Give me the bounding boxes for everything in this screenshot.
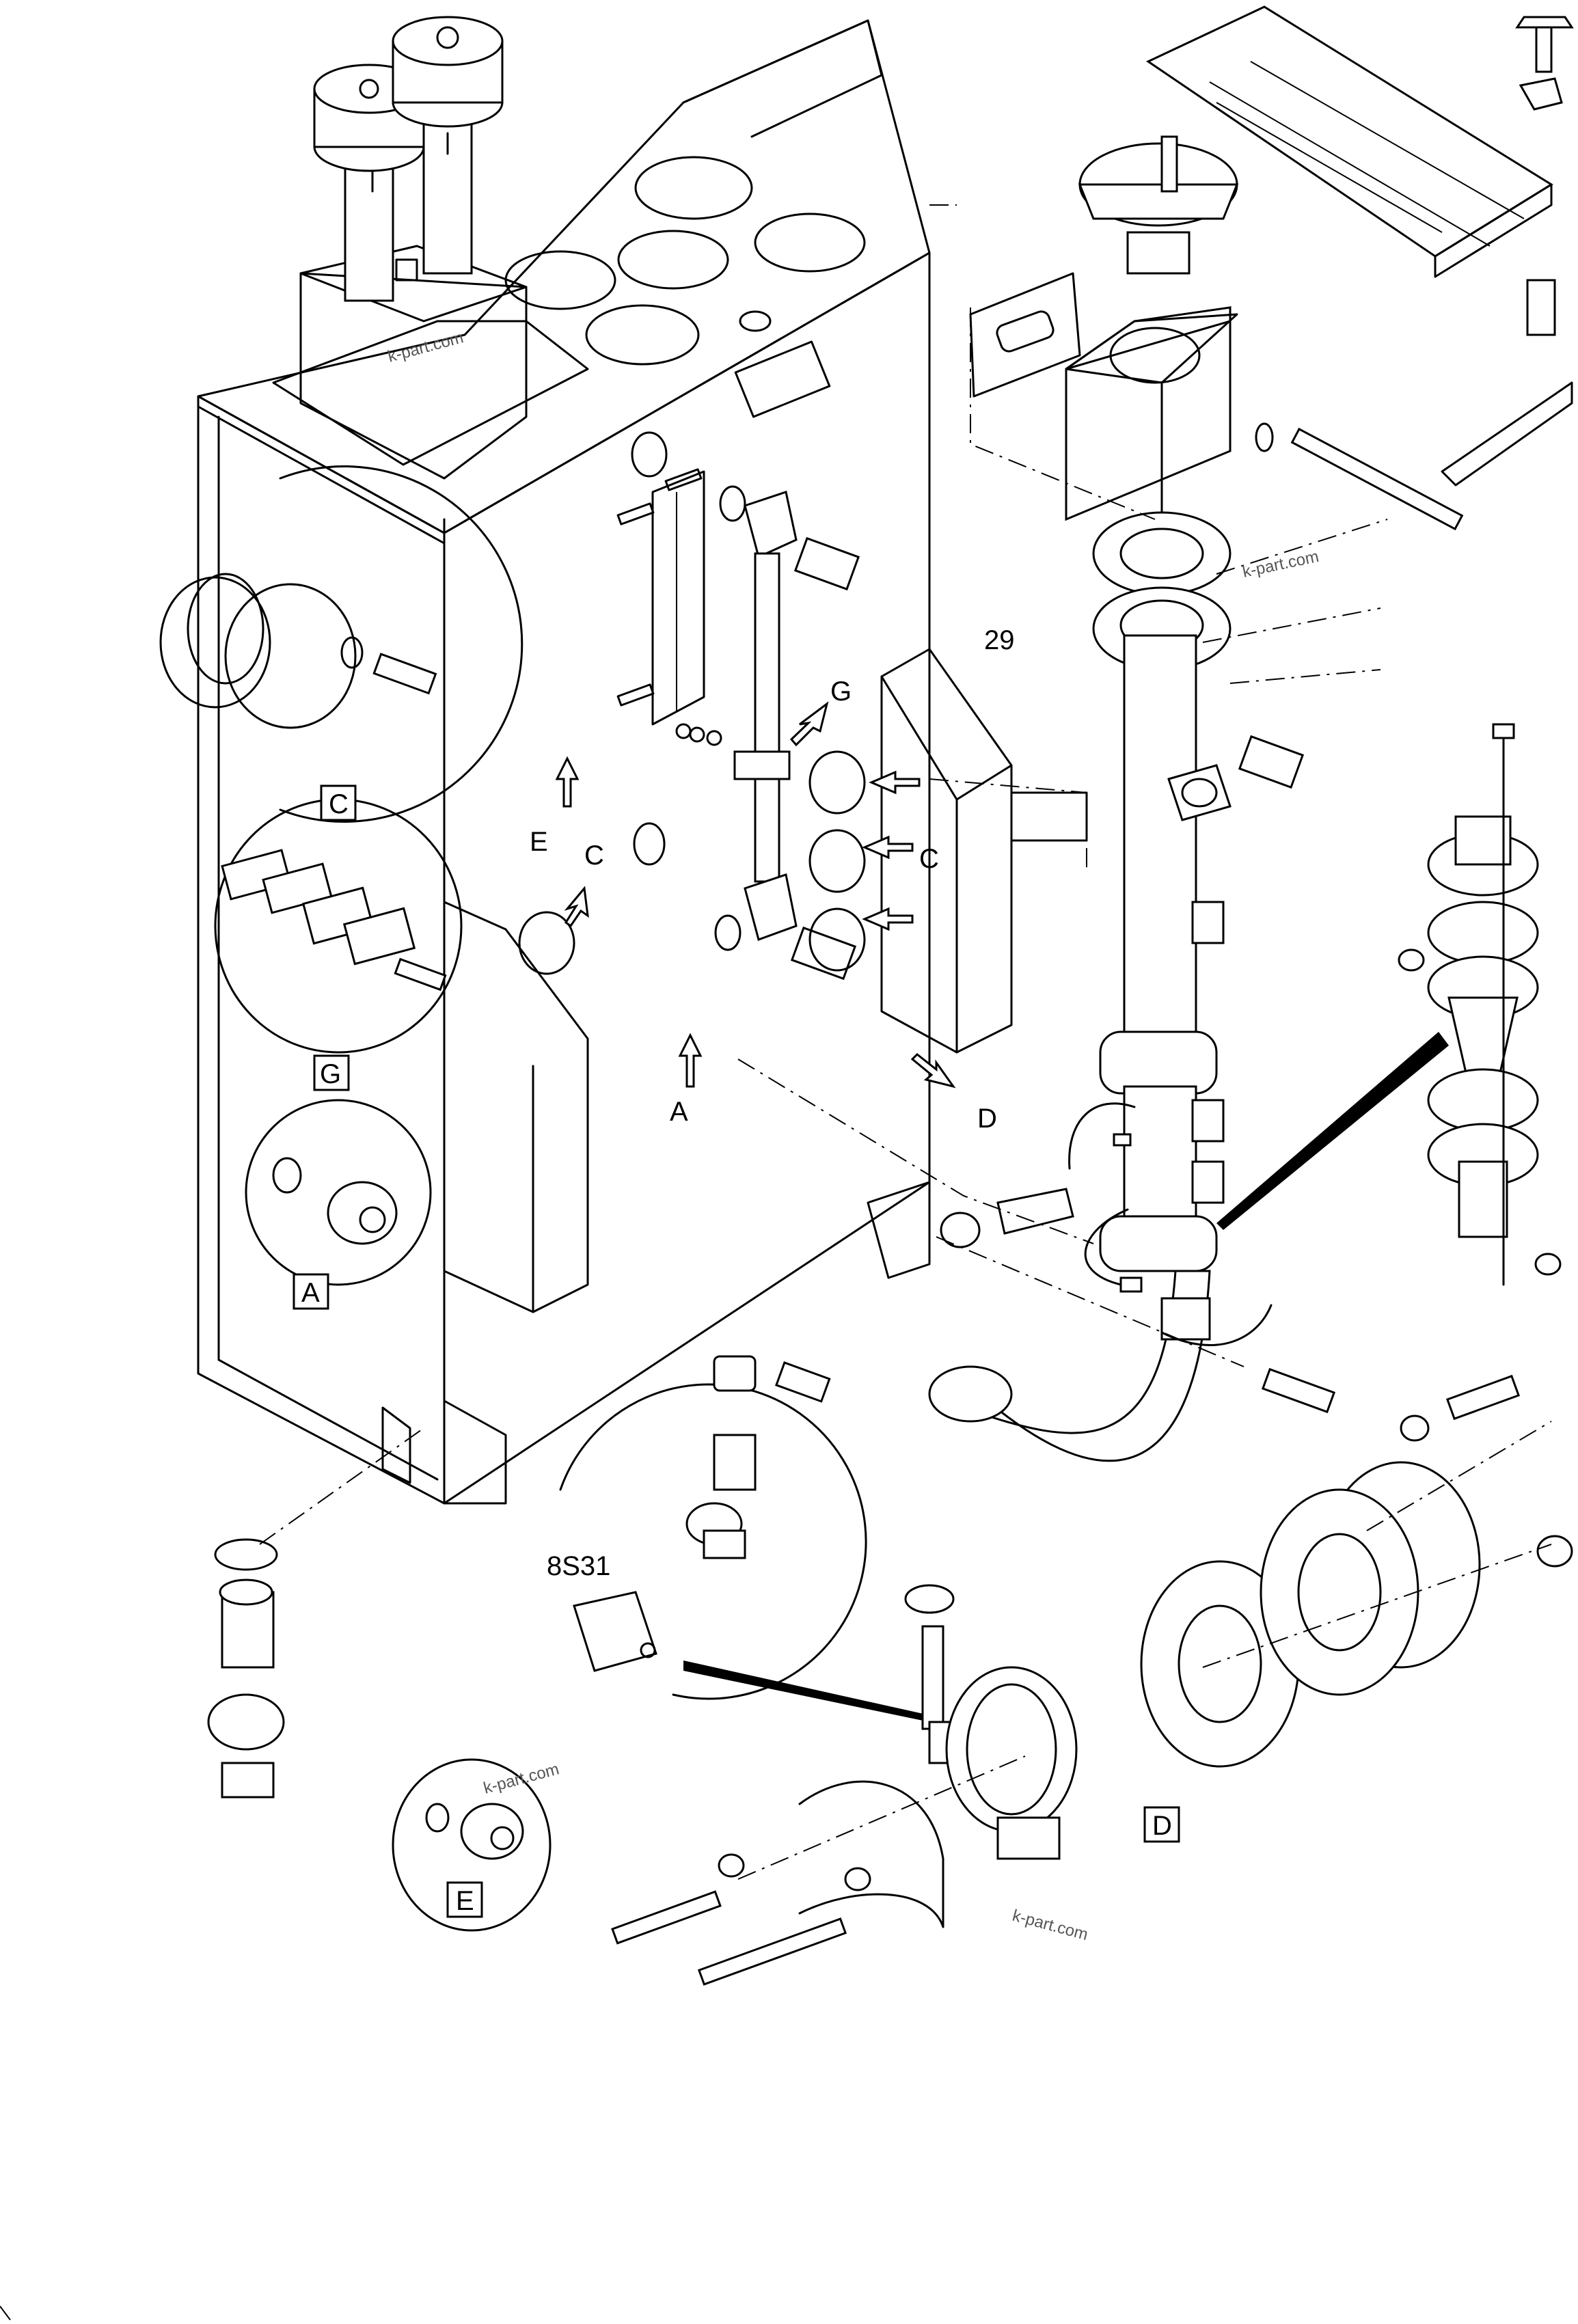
u-pipe <box>928 1270 1211 1462</box>
valve-block <box>1065 305 1238 534</box>
level-gauge <box>616 431 705 726</box>
fitting-bolt-upper <box>793 536 860 591</box>
label-arrow-c-right: C <box>919 844 939 874</box>
grating-panel <box>1145 5 1553 278</box>
label-arrow-d: D <box>977 1104 997 1134</box>
detail-circle-g <box>214 798 463 1054</box>
angle-bar <box>1441 381 1573 487</box>
callout-labels: 29 C G A E D G E C C A D 8S31 <box>293 625 1180 1918</box>
label-view-d: D <box>1152 1811 1172 1841</box>
view-arrows <box>555 701 956 1089</box>
label-sensor-8s31: 8S31 <box>547 1551 610 1581</box>
label-arrow-g: G <box>830 676 852 707</box>
label-arrow-a: A <box>670 1097 688 1127</box>
quick-coupling-center <box>685 1355 831 1559</box>
leader-pointer <box>1216 1032 1449 1230</box>
watermark: k-part.com <box>386 328 465 366</box>
watermark: k-part.com <box>1241 547 1320 582</box>
detail-circle-e <box>392 1758 552 1932</box>
sight-tube <box>675 485 860 981</box>
expansion-joint <box>1140 1461 1481 1768</box>
bolt-pair-right <box>1261 1367 1573 1568</box>
tank-top-openings <box>504 156 866 418</box>
bottom-fittings <box>940 1102 1143 1293</box>
pressure-sensor <box>1238 735 1305 789</box>
filter-stack <box>1398 723 1562 1286</box>
label-view-a: A <box>301 1278 320 1308</box>
label-arrow-c-left: C <box>584 840 604 871</box>
front-gaskets <box>518 750 866 975</box>
breather-assembly <box>1078 135 1239 275</box>
right-bolt-top <box>1515 16 1574 336</box>
corner-mark <box>0 2306 11 2321</box>
label-view-c: C <box>329 789 349 819</box>
filler-assembly <box>272 16 589 480</box>
quick-coupling-left <box>207 1538 285 1799</box>
label-view-e: E <box>456 1886 474 1916</box>
label-29: 29 <box>984 625 1015 655</box>
assembly-centerlines <box>259 204 1552 1880</box>
flange-gasket <box>969 272 1081 398</box>
vertical-column <box>1099 634 1232 1272</box>
label-arrow-e: E <box>530 827 548 857</box>
side-housings <box>443 648 1088 1313</box>
long-bolts-lower <box>611 1853 871 1986</box>
watermark: k-part.com <box>482 1760 561 1797</box>
detail-circle-c <box>159 465 523 823</box>
long-bolt <box>1255 422 1464 531</box>
fitting-bolt-lower <box>790 926 857 981</box>
watermark: k-part.com <box>1010 1906 1089 1944</box>
butterfly-valve <box>798 1584 1078 1928</box>
label-view-g: G <box>320 1059 341 1089</box>
detail-circle-a <box>245 1099 432 1286</box>
detail-circle-8s31 <box>559 1383 929 1722</box>
